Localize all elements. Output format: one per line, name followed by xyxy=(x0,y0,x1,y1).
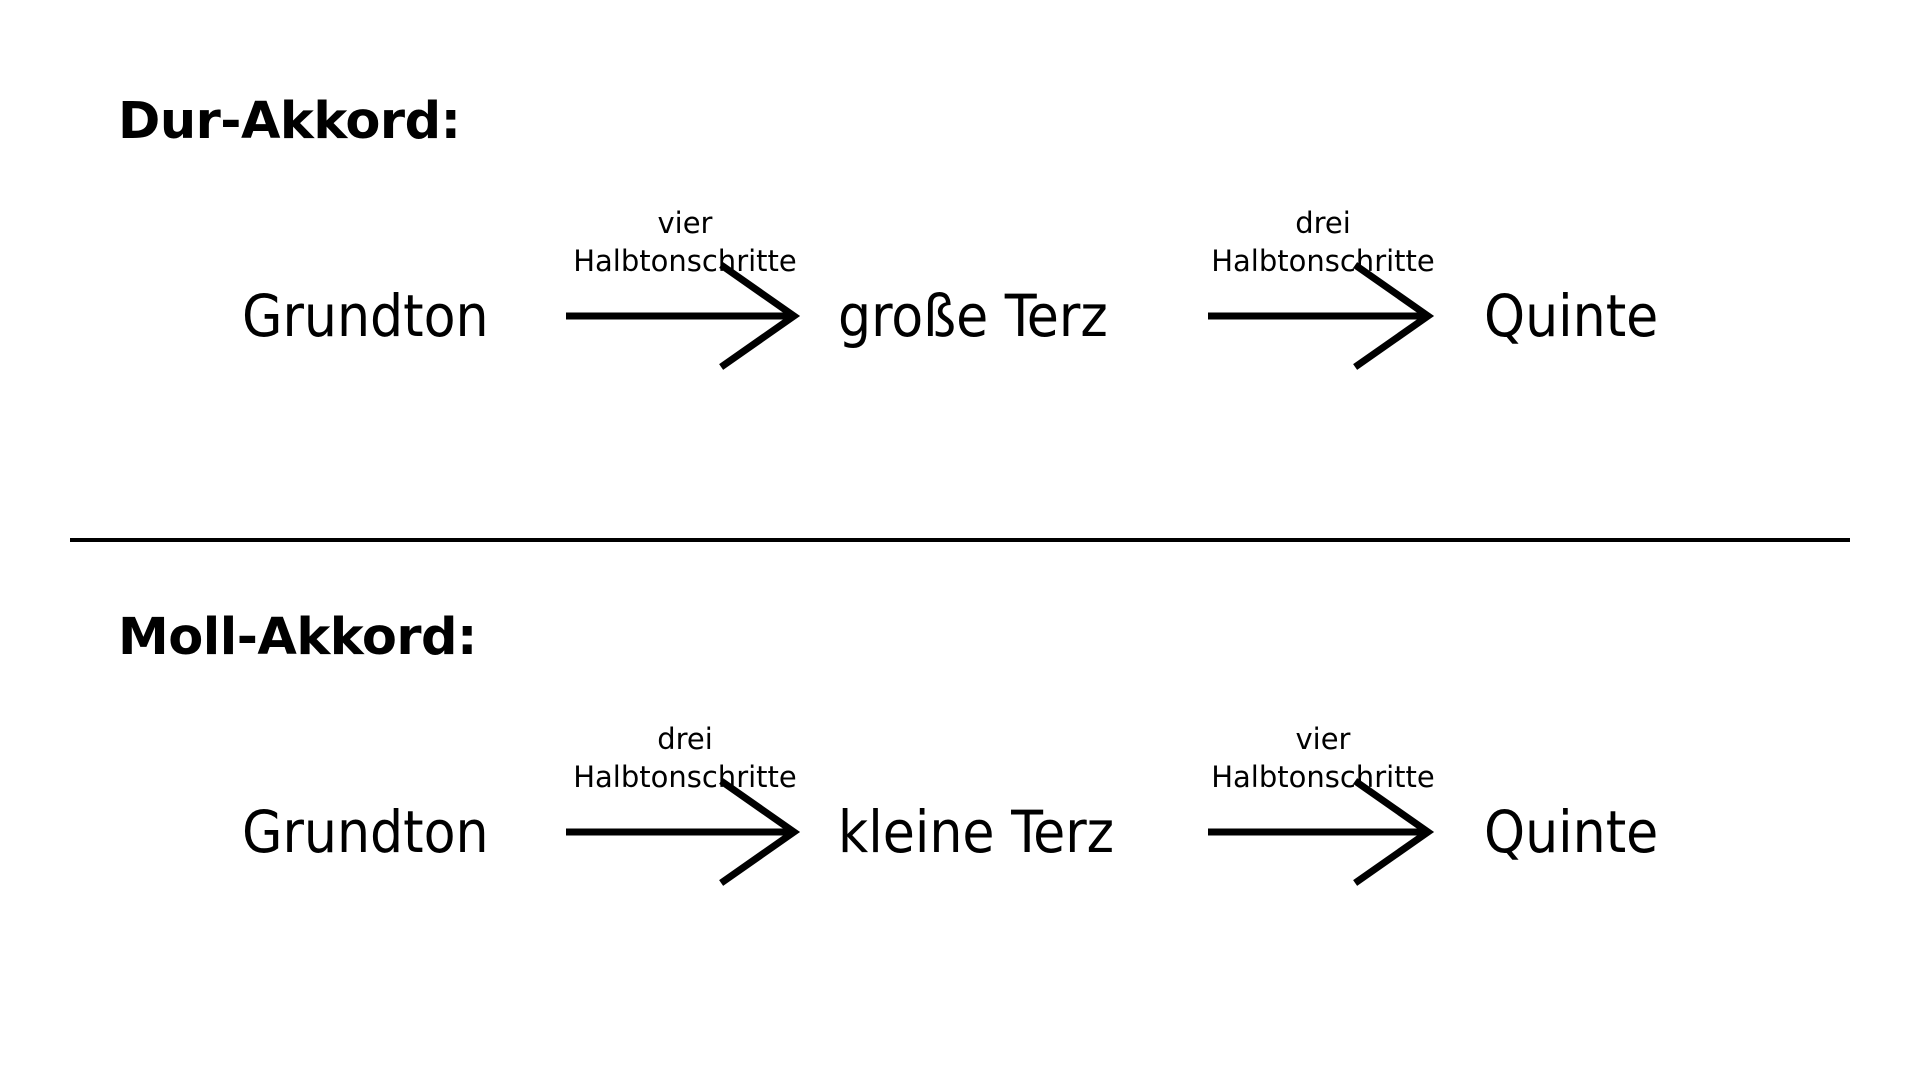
arrow-major-1 xyxy=(566,261,802,371)
step-count-minor-1: drei xyxy=(657,722,713,756)
step-unit-major-2: Halbtonschritte xyxy=(1211,244,1435,279)
step-unit-minor-2: Halbtonschritte xyxy=(1211,760,1435,795)
node-minor-fifth: Quinte xyxy=(1484,798,1659,866)
step-count-minor-2: vier xyxy=(1295,722,1351,756)
step-unit-minor-1: Halbtonschritte xyxy=(573,760,797,795)
arrow-right-icon xyxy=(1208,778,1435,886)
step-count-major-1: vier xyxy=(657,206,713,240)
arrow-right-icon xyxy=(1208,262,1435,370)
arrow-minor-1 xyxy=(566,777,802,887)
step-label-major-2: drei Halbtonschritte xyxy=(1198,204,1448,281)
step-unit-major-1: Halbtonschritte xyxy=(573,244,797,279)
arrow-right-icon xyxy=(566,262,801,370)
heading-major-chord: Dur-Akkord: xyxy=(118,92,461,151)
step-label-minor-1: drei Halbtonschritte xyxy=(560,720,810,797)
node-major-root: Grundton xyxy=(242,282,489,350)
arrow-major-2 xyxy=(1208,261,1436,371)
arrow-minor-2 xyxy=(1208,777,1436,887)
flow-major: vier Halbtonschritte drei Halbtonschritt… xyxy=(0,204,1920,384)
step-count-major-2: drei xyxy=(1295,206,1351,240)
arrow-right-icon xyxy=(566,778,801,886)
flow-minor: drei Halbtonschritte vier Halbtonschritt… xyxy=(0,720,1920,900)
step-label-major-1: vier Halbtonschritte xyxy=(560,204,810,281)
node-minor-root: Grundton xyxy=(242,798,489,866)
step-label-minor-2: vier Halbtonschritte xyxy=(1198,720,1448,797)
node-major-third: große Terz xyxy=(838,282,1108,350)
section-divider xyxy=(70,538,1850,542)
node-minor-third: kleine Terz xyxy=(838,798,1115,866)
heading-minor-chord: Moll-Akkord: xyxy=(118,608,477,667)
node-major-fifth: Quinte xyxy=(1484,282,1659,350)
